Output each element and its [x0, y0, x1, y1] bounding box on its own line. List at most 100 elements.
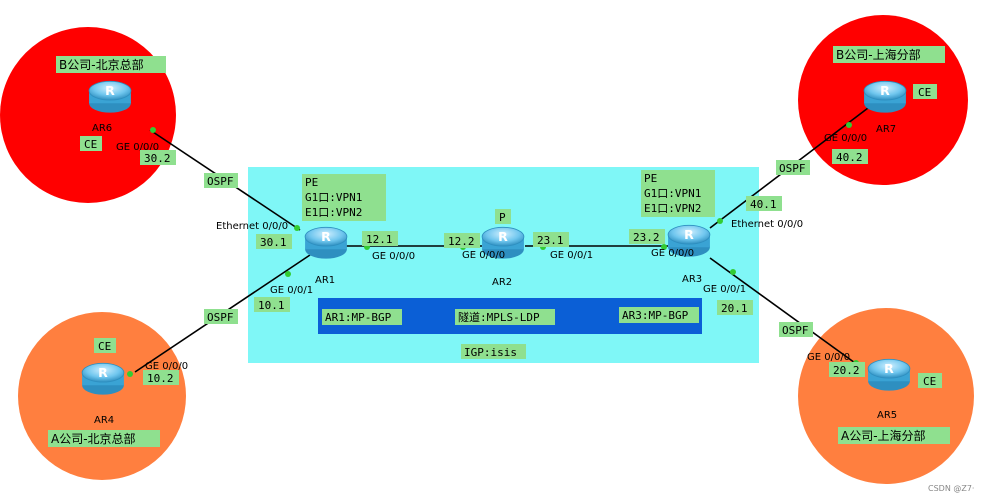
port-dot [717, 218, 723, 224]
site-label-bg [833, 46, 945, 63]
ar1-g1-vpn: G1口:VPN1 [305, 191, 362, 204]
ar3-g1-vpn: G1口:VPN1 [644, 187, 701, 200]
ar1-e1-vpn: E1口:VPN2 [305, 206, 362, 219]
p-label-bg [495, 209, 511, 224]
addr-40-1: 40.1 [750, 198, 777, 211]
addr-20-2: 20.2 [833, 364, 860, 377]
if-ar3-ge001: GE 0/0/1 [703, 284, 746, 295]
if-ar1-ge001: GE 0/0/1 [270, 285, 313, 296]
router-ar6-name: AR6 [92, 123, 112, 134]
router-ar7-name: AR7 [876, 124, 896, 135]
site-label-a-shanghai: A公司-上海分部 [841, 428, 926, 443]
ospf-label-bg [204, 173, 238, 188]
link-ar3-ar5 [709, 257, 863, 369]
addr-40-2: 40.2 [836, 151, 863, 164]
ce-label-bg [80, 136, 102, 151]
router-ar7-icon[interactable] [863, 80, 907, 114]
router-ar4-name: AR4 [94, 415, 114, 426]
addr-bg [143, 370, 179, 385]
if-ar4-ge000: GE 0/0/0 [145, 361, 188, 372]
ar3-e1-vpn: E1口:VPN2 [644, 202, 701, 215]
if-ar2-ge001: GE 0/0/1 [550, 250, 593, 261]
addr-20-1: 20.1 [721, 302, 748, 315]
port-dot [846, 122, 852, 128]
site-label-bg [48, 430, 160, 447]
site-b-beijing-area [0, 27, 176, 203]
pe-label-ar3-bg [641, 170, 715, 217]
addr-bg [533, 232, 569, 247]
if-ar1-ge000: GE 0/0/0 [372, 251, 415, 262]
tunnel-label-bg [455, 309, 555, 325]
addr-bg [746, 196, 782, 211]
addr-bg [362, 231, 398, 246]
router-ar5-name: AR5 [877, 410, 897, 421]
bgp-label-bg [322, 309, 402, 325]
if-ar2-ge000: GE 0/0/0 [462, 250, 505, 261]
p-label-ar2: P [499, 211, 506, 224]
port-dot [661, 244, 667, 250]
addr-bg [254, 297, 290, 312]
site-label-bg [56, 56, 166, 73]
port-dot [150, 127, 156, 133]
if-ar1-eth000: Ethernet 0/0/0 [216, 221, 288, 232]
pe-label-ar1: PE [305, 176, 318, 189]
ar1-mp-bgp-label: AR1:MP-BGP [325, 311, 392, 324]
port-dot [294, 225, 300, 231]
ce-label-ar4: CE [98, 340, 111, 353]
if-ar3-ge000: GE 0/0/0 [651, 248, 694, 259]
site-label-a-beijing: A公司-北京总部 [51, 431, 136, 446]
addr-30-2: 30.2 [144, 152, 171, 165]
mpls-ldp-tunnel-label: 隧道:MPLS-LDP [458, 310, 540, 324]
addr-bg [829, 362, 865, 377]
if-ar3-eth000: Ethernet 0/0/0 [731, 219, 803, 230]
addr-12-2: 12.2 [448, 235, 475, 248]
ospf-ar7-label: OSPF [779, 162, 806, 175]
port-dot [730, 269, 736, 275]
ospf-label-bg [776, 160, 810, 175]
ospf-label-bg [204, 309, 238, 324]
router-ar3-name: AR3 [682, 274, 702, 285]
bgp-label-bg [619, 307, 699, 323]
if-ar5-ge000: GE 0/0/0 [807, 352, 850, 363]
addr-23-2: 23.2 [633, 231, 660, 244]
addr-bg [717, 300, 753, 315]
ce-label-ar6: CE [84, 138, 97, 151]
port-dot [127, 371, 133, 377]
watermark: CSDN @Z7· [928, 484, 974, 493]
addr-bg [629, 229, 665, 244]
ospf-label-bg [779, 322, 813, 337]
site-a-shanghai-area [798, 308, 974, 484]
site-label-bg [838, 427, 950, 444]
addr-bg [832, 149, 868, 164]
ospf-ar6-label: OSPF [207, 175, 234, 188]
router-ar1-icon[interactable] [304, 226, 348, 260]
ospf-ar4-label: OSPF [207, 311, 234, 324]
ce-label-ar5: CE [923, 375, 936, 388]
if-ar7-ge000: GE 0/0/0 [824, 133, 867, 144]
ar3-mp-bgp-label: AR3:MP-BGP [622, 309, 689, 322]
site-a-beijing-area [18, 312, 186, 480]
igp-label-bg [461, 344, 526, 359]
addr-23-1: 23.1 [537, 234, 564, 247]
port-dot [285, 271, 291, 277]
igp-isis-label: IGP:isis [464, 346, 517, 359]
addr-bg [444, 233, 480, 248]
pe-label-ar3: PE [644, 172, 657, 185]
addr-bg [140, 150, 176, 165]
addr-10-1: 10.1 [258, 299, 285, 312]
addr-30-1: 30.1 [260, 236, 287, 249]
router-ar5-icon[interactable] [867, 358, 911, 392]
addr-bg [256, 234, 292, 249]
router-ar4-icon[interactable] [81, 362, 125, 396]
site-label-b-shanghai: B公司-上海分部 [836, 47, 921, 62]
ce-label-bg [913, 84, 937, 99]
ce-label-bg [94, 338, 116, 353]
ospf-ar5-label: OSPF [782, 324, 809, 337]
router-ar1-name: AR1 [315, 275, 335, 286]
ce-label-bg [918, 373, 942, 388]
addr-10-2: 10.2 [147, 372, 174, 385]
router-ar6-icon[interactable] [88, 80, 132, 114]
pe-label-ar1-bg [302, 174, 386, 221]
addr-12-1: 12.1 [366, 233, 393, 246]
